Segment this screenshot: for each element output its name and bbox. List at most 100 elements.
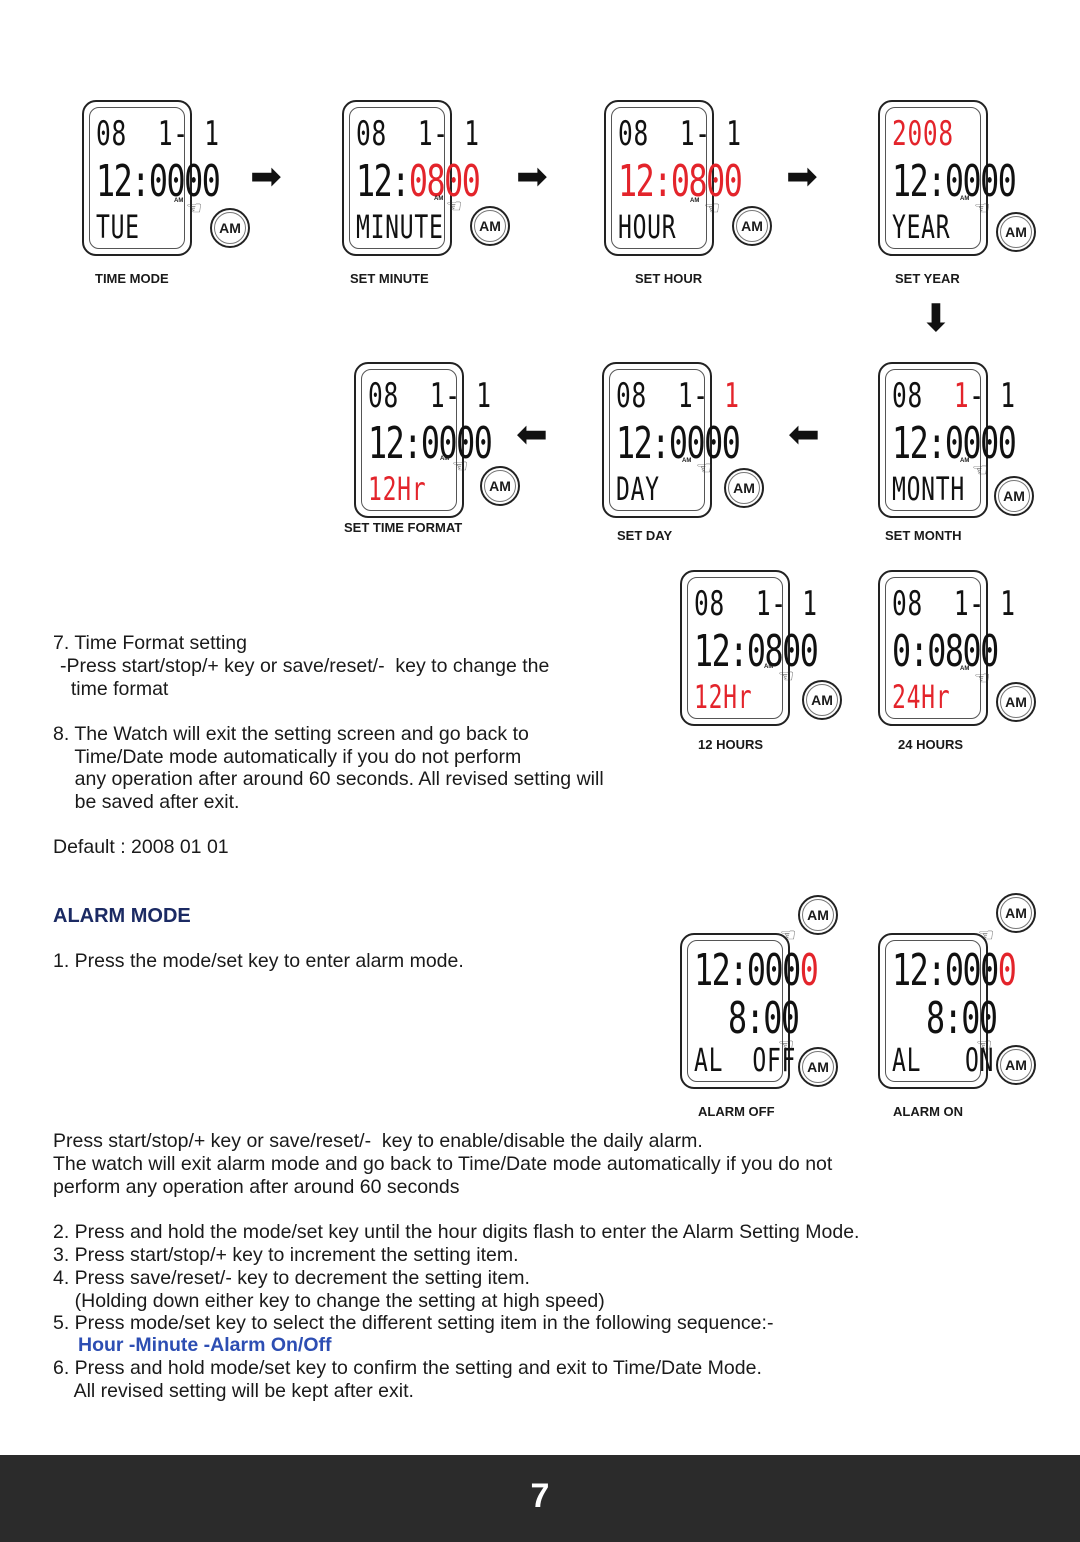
lcd-date: 08 1- 1: [892, 376, 1016, 416]
arrow-left-icon: ⬅: [788, 414, 820, 456]
lcd-date: 08 1- 1: [368, 376, 492, 416]
lcd-label: 24Hr: [892, 678, 951, 716]
lcd-time-digits: 12:0000: [892, 418, 1017, 469]
section8-line2: Time/Date mode automatically if you do n…: [53, 746, 522, 768]
caption-time-mode: TIME MODE: [95, 271, 169, 286]
arrow-left-icon: ⬅: [516, 414, 548, 456]
page-number: 7: [530, 1477, 550, 1515]
section8-line1: 8. The Watch will exit the setting scree…: [53, 723, 529, 745]
lcd-date: 08 1- 1: [694, 584, 818, 624]
lcd-label: YEAR: [892, 208, 951, 246]
mini-am-label: AM: [960, 196, 970, 202]
lcd-year: 2008: [892, 114, 954, 154]
watch-alarm-on: AM ☜ 12:0000 8:00 AL ON ☜ AM: [878, 893, 1036, 1089]
section8-line3: any operation after around 60 seconds. A…: [53, 768, 604, 790]
am-button: AM: [732, 206, 772, 246]
mini-am-label: AM: [682, 458, 692, 464]
arrow-right-icon: ➡: [250, 156, 282, 198]
alarm-step1: 1. Press the mode/set key to enter alarm…: [53, 950, 464, 972]
lcd-date: 08 1- 1: [892, 584, 1016, 624]
arrow-right-icon: ➡: [516, 156, 548, 198]
finger-press-icon: ☜: [972, 460, 989, 480]
lcd-label: DAY: [616, 470, 660, 508]
alarm-para-line3: perform any operation after around 60 se…: [53, 1176, 460, 1198]
finger-press-icon: ☜: [186, 198, 203, 218]
lcd-label: 12Hr: [694, 678, 753, 716]
caption-12-hours: 12 HOURS: [698, 737, 764, 752]
am-button: AM: [996, 212, 1036, 252]
lcd-screen: 08 1- 1 12:0000 TUE: [82, 100, 221, 256]
arrow-down-icon: ⬇: [920, 298, 952, 340]
lcd-time: 12:0000: [892, 945, 1017, 996]
watch-set-day: 08 1- 1 12:0000 DAY AM ☜ AM: [602, 362, 764, 518]
section7-line2: time format: [60, 678, 169, 700]
caption-set-day: SET DAY: [617, 528, 673, 543]
caption-alarm-off: ALARM OFF: [698, 1104, 775, 1119]
mini-am-label: AM: [434, 196, 444, 202]
lcd-screen: 12:0000 8:00 AL ON: [878, 933, 1017, 1089]
arrow-right-icon: ➡: [786, 156, 818, 198]
lcd-screen: 08 1- 1 12:0000 DAY: [602, 362, 741, 518]
am-button: AM: [994, 476, 1034, 516]
lcd-screen: 08 1- 1 12:0000 12Hr: [354, 362, 493, 518]
default-text: Default : 2008 01 01: [53, 836, 229, 858]
watch-set-month: 08 1- 1 12:0000 MONTH AM ☜ AM: [878, 362, 1034, 518]
step-5: 5. Press mode/set key to select the diff…: [53, 1312, 774, 1334]
lcd-label: HOUR: [618, 208, 677, 246]
lcd-label: MONTH: [892, 470, 965, 508]
caption-set-month: SET MONTH: [885, 528, 962, 543]
lcd-date: 08 1- 1: [356, 114, 480, 154]
finger-press-icon: ☜: [778, 666, 795, 686]
finger-press-icon: ☜: [974, 668, 991, 688]
finger-press-icon: ☜: [974, 198, 991, 218]
lcd-time: 12:0000: [694, 945, 819, 996]
section8-line4: be saved after exit.: [53, 791, 240, 813]
lcd-label: TUE: [96, 208, 140, 246]
step-3: 3. Press start/stop/+ key to increment t…: [53, 1244, 519, 1266]
finger-press-icon: ☜: [778, 1035, 795, 1055]
lcd-time-digits: 12:: [356, 156, 410, 207]
caption-set-time-format: SET TIME FORMAT: [344, 520, 463, 535]
step-6-note: All revised setting will be kept after e…: [53, 1380, 414, 1402]
caption-set-minute: SET MINUTE: [350, 271, 429, 286]
lcd-screen: 08 1- 1 12:0800 MINUTE: [342, 100, 481, 256]
watch-24-hours: 08 1- 1 0:0800 24Hr AM ☜ AM: [878, 570, 1036, 726]
watch-set-minute: 08 1- 1 12:0800 MINUTE AM ☜ AM: [342, 100, 510, 256]
page-footer: 7: [0, 1455, 1080, 1542]
lcd-label: 12Hr: [368, 470, 427, 508]
finger-press-icon: ☜: [452, 456, 469, 476]
lcd-date: 08 1- 1: [616, 376, 740, 416]
am-button: AM: [470, 206, 510, 246]
am-button: AM: [480, 466, 520, 506]
lcd-screen: 08 1- 1 12:0000 MONTH: [878, 362, 1017, 518]
alarm-mode-heading: ALARM MODE: [53, 905, 191, 927]
lcd-time: 12:0800: [694, 626, 819, 677]
am-button: AM: [996, 682, 1036, 722]
lcd-screen: 2008 12:0000 YEAR: [878, 100, 1017, 256]
lcd-date: 08 1- 1: [96, 114, 220, 154]
am-button: AM: [798, 895, 838, 935]
caption-set-year: SET YEAR: [895, 271, 960, 286]
caption-24-hours: 24 HOURS: [898, 737, 964, 752]
mini-am-label: AM: [764, 664, 774, 670]
setting-sequence: Hour -Minute -Alarm On/Off: [78, 1334, 332, 1356]
caption-set-hour: SET HOUR: [635, 271, 703, 286]
lcd-time-highlight: 0800: [408, 156, 481, 207]
mini-am-label: AM: [440, 456, 450, 462]
am-button: AM: [802, 680, 842, 720]
watch-time-mode: 08 1- 1 12:0000 TUE AM ☜ AM: [82, 100, 250, 256]
lcd-date: 08 1- 1: [618, 114, 742, 154]
lcd-screen: 12:0000 8:00 AL OFF: [680, 933, 819, 1089]
lcd-screen: 08 1- 1 12:0800 HOUR: [604, 100, 743, 256]
lcd-screen: 08 1- 1 12:0800 12Hr: [680, 570, 819, 726]
lcd-time-digits: 12:0000: [368, 418, 493, 469]
lcd-time: 12:0800: [618, 156, 743, 207]
watch-12-hours: 08 1- 1 12:0800 12Hr AM ☜ AM: [680, 570, 842, 726]
step-4: 4. Press save/reset/- key to decrement t…: [53, 1267, 530, 1289]
lcd-time: 12:0000: [892, 156, 1017, 207]
watch-set-time-format: 08 1- 1 12:0000 12Hr AM ☜ AM: [354, 362, 520, 518]
watch-alarm-off: AM ☜ 12:0000 8:00 AL OFF ☜ AM: [680, 895, 838, 1089]
lcd-time: 12:0000: [368, 418, 493, 469]
caption-alarm-on: ALARM ON: [893, 1104, 964, 1119]
finger-press-icon: ☜: [704, 198, 721, 218]
